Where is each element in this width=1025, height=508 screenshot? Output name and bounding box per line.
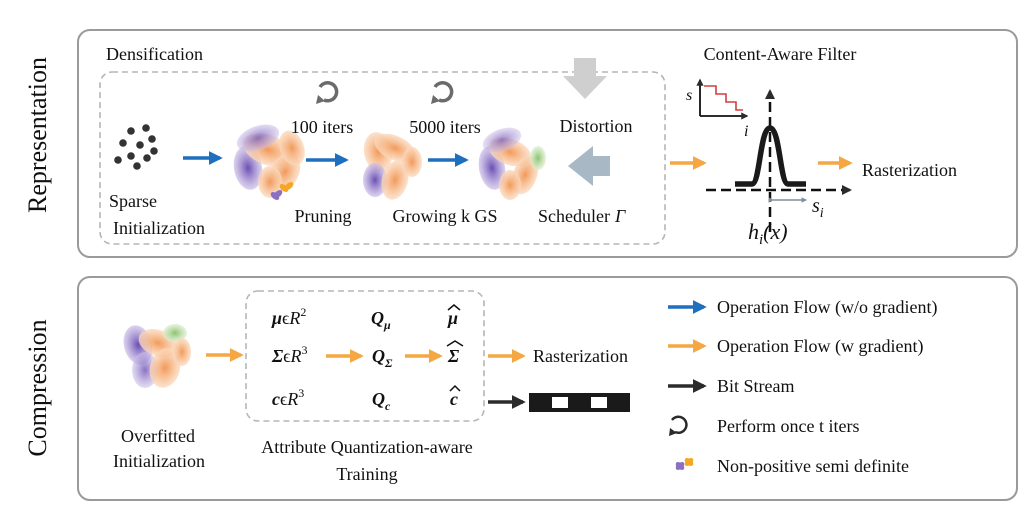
content-filter-title: Content-Aware Filter [704, 44, 857, 64]
pruning-label: Pruning [294, 206, 351, 226]
legend-loop-arrow-icon [669, 415, 688, 436]
bitstream-bar [529, 393, 630, 412]
compression-panel [77, 276, 1018, 501]
legend-label-3: Bit Stream [717, 376, 795, 396]
quant-mu: Qμ [371, 308, 391, 332]
sparse-init-label-1: Sparse [109, 191, 157, 211]
densification-box [99, 71, 666, 245]
mini-axis-s: s [686, 87, 692, 104]
gaussian-cluster-overfitted [123, 324, 191, 388]
legend: Operation Flow (w/o gradient) Operation … [668, 297, 937, 476]
overfitted-init-label-1: Overfitted [121, 426, 195, 446]
overfitted-init-label-2: Initialization [113, 451, 205, 471]
aqt-label-2: Training [336, 464, 397, 484]
aqt-box [245, 290, 485, 422]
growing-label: Growing k GS [392, 206, 497, 226]
section-label-compression: Compression [23, 319, 52, 456]
quant-c: Qc [372, 389, 391, 413]
rasterization-label-bottom: Rasterization [533, 346, 628, 366]
svg-text:Σ: Σ [447, 346, 459, 366]
section-label-representation: Representation [23, 57, 52, 213]
aqt-label-1: Attribute Quantization-aware [261, 437, 472, 457]
hat-sigma: Σ [446, 340, 464, 366]
legend-label-5: Non-positive semi definite [717, 456, 909, 476]
loop-icon-1 [316, 81, 339, 104]
gaussian-cluster-initial [233, 124, 305, 200]
hat-mu: μ [447, 304, 461, 328]
gaussian-cluster-pruned [363, 132, 422, 200]
iters-5000-label: 5000 iters [409, 117, 481, 137]
svg-text:μ: μ [447, 308, 458, 328]
quant-sigma: QΣ [372, 346, 393, 370]
iters-100-label: 100 iters [291, 117, 354, 137]
filter-function-label: hi(x) [748, 219, 788, 248]
attr-c: cϵR3 [272, 386, 304, 409]
scheduler-arrow-icon [568, 146, 610, 186]
legend-label-2: Operation Flow (w gradient) [717, 336, 923, 357]
loop-icon-2 [431, 81, 454, 104]
legend-label-4: Perform once t iters [717, 416, 859, 436]
representation-panel [77, 29, 1018, 258]
densification-label: Densification [106, 44, 203, 64]
gaussian-cluster-grown [478, 127, 546, 200]
filter-width-label: si [812, 195, 824, 221]
svg-text:c: c [450, 389, 458, 409]
legend-degenerate-gaussian-icon [675, 458, 694, 470]
sparse-points [114, 124, 158, 170]
sparse-init-label-2: Initialization [113, 218, 205, 238]
schedule-mini-plot [696, 78, 749, 120]
rasterization-label-top: Rasterization [862, 160, 957, 180]
distortion-label: Distortion [559, 116, 632, 136]
legend-label-1: Operation Flow (w/o gradient) [717, 297, 937, 318]
filter-curve-plot [706, 89, 852, 232]
mini-axis-i: i [744, 123, 748, 140]
hat-c: c [449, 384, 461, 409]
attr-mu: μϵR2 [271, 305, 306, 328]
attr-sigma: ΣϵR3 [271, 343, 307, 366]
distortion-arrow-icon [563, 58, 607, 99]
